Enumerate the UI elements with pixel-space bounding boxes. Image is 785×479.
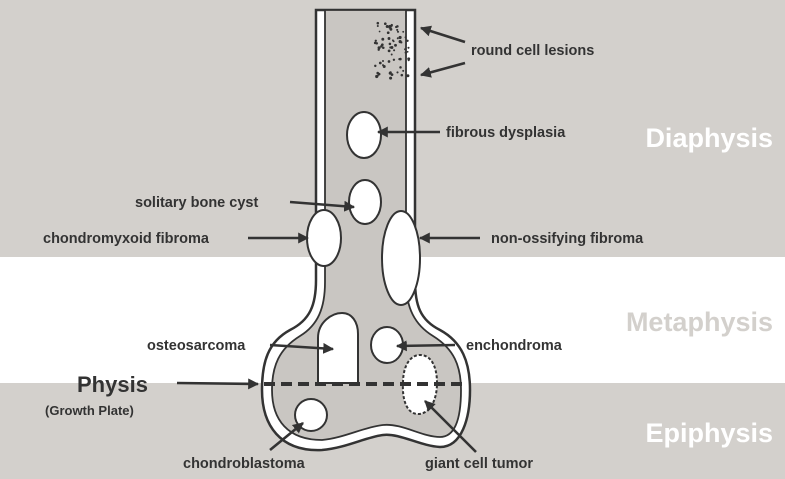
label-diaphysis: Diaphysis: [645, 123, 773, 153]
round-cell-dot: [381, 43, 384, 46]
solitary-bone-cyst-lesion: [349, 180, 381, 224]
round-cell-dot: [396, 71, 398, 73]
round-cell-dot: [378, 49, 380, 51]
label-chondromyxoid-fibroma: chondromyxoid fibroma: [43, 231, 210, 247]
round-cell-dot: [407, 47, 409, 49]
round-cell-dot: [406, 40, 408, 42]
round-cell-dot: [387, 31, 390, 34]
label-solitary-bone-cyst: solitary bone cyst: [135, 195, 258, 211]
round-cell-dot: [379, 31, 381, 33]
round-cell-dot: [399, 40, 402, 43]
label-non-ossifying-fibroma: non-ossifying fibroma: [491, 231, 644, 247]
chondromyxoid-fibroma-lesion: [307, 210, 341, 266]
round-cell-dot: [377, 22, 380, 25]
round-cell-dot: [397, 31, 399, 33]
round-cell-dot: [406, 74, 409, 77]
round-cell-dot: [388, 25, 391, 28]
round-cell-dot: [377, 25, 379, 27]
round-cell-dot: [402, 70, 404, 72]
round-cell-dot: [402, 31, 404, 33]
round-cell-dot: [393, 49, 395, 51]
label-fibrous-dysplasia: fibrous dysplasia: [446, 125, 566, 141]
round-cell-dot: [407, 51, 409, 53]
round-cell-dot: [374, 65, 376, 67]
round-cell-dot: [386, 25, 389, 28]
round-cell-dot: [405, 51, 407, 53]
round-cell-dot: [393, 59, 395, 61]
round-cell-dot: [384, 22, 387, 25]
round-cell-dot: [398, 58, 400, 60]
label-metaphysis: Metaphysis: [626, 307, 773, 337]
round-cell-dot: [399, 66, 402, 69]
round-cell-dot: [396, 29, 398, 31]
label-giant-cell-tumor: giant cell tumor: [425, 456, 533, 472]
non-ossifying-fibroma-lesion: [382, 211, 420, 305]
label-physis: Physis: [77, 372, 148, 397]
label-osteosarcoma: osteosarcoma: [147, 338, 246, 354]
round-cell-dot: [408, 59, 410, 61]
label-enchondroma: enchondroma: [466, 338, 563, 354]
label-growth-plate: (Growth Plate): [45, 403, 134, 418]
fibrous-dysplasia-lesion: [347, 112, 381, 158]
round-cell-dot: [381, 38, 384, 41]
arrow-physis: [177, 383, 258, 384]
label-chondroblastoma: chondroblastoma: [183, 456, 306, 472]
round-cell-dot: [405, 36, 407, 38]
round-cell-dot: [395, 26, 397, 28]
round-cell-dot: [401, 74, 404, 77]
round-cell-dot: [389, 28, 392, 31]
round-cell-dot: [379, 62, 382, 65]
label-round-cell-lesions: round cell lesions: [471, 43, 594, 59]
round-cell-dot: [388, 60, 391, 63]
round-cell-dot: [391, 54, 393, 56]
round-cell-dot: [383, 65, 386, 68]
round-cell-dot: [389, 77, 392, 80]
round-cell-dot: [394, 44, 397, 47]
round-cell-dot: [388, 50, 391, 53]
round-cell-dot: [399, 36, 402, 39]
round-cell-dot: [382, 60, 384, 62]
round-cell-dot: [404, 48, 406, 50]
round-cell-dot: [389, 46, 391, 48]
label-epiphysis: Epiphysis: [645, 418, 773, 448]
round-cell-dot: [397, 37, 399, 39]
round-cell-dot: [378, 73, 381, 76]
round-cell-dot: [375, 40, 377, 42]
round-cell-dot: [389, 43, 392, 46]
arrow-enchondroma: [397, 345, 455, 346]
round-cell-dot: [388, 37, 391, 40]
round-cell-dot: [392, 39, 394, 41]
round-cell-dot: [389, 72, 392, 75]
round-cell-dot: [376, 42, 378, 44]
